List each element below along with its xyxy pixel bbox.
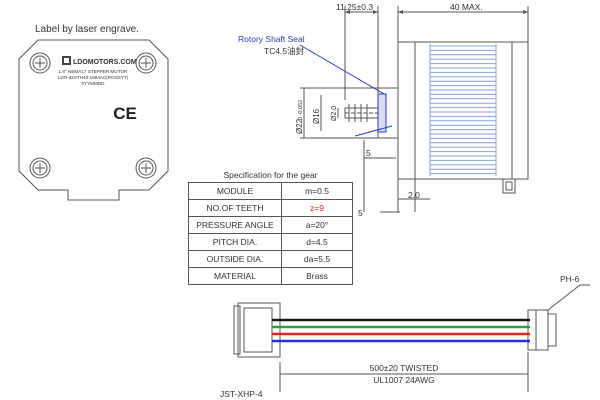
gear-spec-caption-row: Specification for the gear xyxy=(189,168,353,183)
brand-text: LDOMOTORS.COM xyxy=(73,59,137,66)
connector-left-label: JST-XHP-4 xyxy=(220,389,263,399)
gear-spec-name: MATERIAL xyxy=(188,267,282,285)
gear-spec-value: d=4.5 xyxy=(281,233,353,251)
gear-spec-value: da=5.5 xyxy=(281,250,353,268)
dim-diameter-shaft: Ø2.0 xyxy=(331,106,338,121)
dim-diameter-16: Ø16 xyxy=(312,108,321,124)
screw-icon xyxy=(29,157,51,179)
label-line-1: 1.8° NEMA17 STEPPER MOTOR xyxy=(59,69,129,74)
cable-assembly xyxy=(233,284,590,392)
label-line-3: #YYMMDD xyxy=(82,81,106,86)
screw-icon xyxy=(135,157,157,179)
gear-spec-name: NO.OF TEETH xyxy=(188,199,282,217)
shaft-seal xyxy=(299,44,393,137)
gear-spec-caption: Specification for the gear xyxy=(223,170,318,180)
gear-spec-row: PITCH DIA.d=4.5 xyxy=(188,233,353,251)
cable-length: 500±20 TWISTED xyxy=(370,363,439,373)
dim-diameter-22-tol: 0 -0.052 xyxy=(298,100,304,120)
dim-shaft-length: 11.25±0.3 xyxy=(336,2,373,12)
screw-icon xyxy=(135,52,157,74)
screw-icon xyxy=(29,52,51,74)
cable-spec: UL1007 24AWG xyxy=(373,375,435,385)
gear-spec-value: a=20° xyxy=(281,216,353,234)
gear-spec-value: Brass xyxy=(281,267,353,285)
seal-subtitle: TC4.5油封 xyxy=(264,46,305,56)
gear-spec-value: z=9 xyxy=(281,199,353,217)
dim-diameter-22: Ø22 xyxy=(295,118,304,134)
stator-windings xyxy=(429,44,497,176)
motor-side-view xyxy=(300,6,529,213)
seal-title: Rotory Shaft Seal xyxy=(238,34,305,44)
engrave-label: Label by laser engrave. xyxy=(35,24,139,35)
connector-right-label: PH-6 xyxy=(560,274,580,284)
dim-body-length: 40 MAX. xyxy=(450,2,483,12)
gear-spec-name: PRESSURE ANGLE xyxy=(188,216,282,234)
gear-spec-row: OUTSIDE DIA.da=5.5 xyxy=(188,250,353,268)
gear-spec-name: OUTSIDE DIA. xyxy=(188,250,282,268)
motor-front-view xyxy=(18,39,169,201)
gear-spec-name: MODULE xyxy=(188,182,282,200)
cable-wires xyxy=(272,318,530,343)
gear-spec-name: PITCH DIA. xyxy=(188,233,282,251)
ce-mark: CE xyxy=(113,104,137,123)
gear-spec-value: m=0.5 xyxy=(281,182,353,200)
label-line-2: LDO-42STH40-1684AC(ROSSYT) xyxy=(58,75,129,80)
dim-2: 2.0 xyxy=(408,190,420,200)
dim-5-upper: 5 xyxy=(366,148,371,158)
dim-5-lower: 5 xyxy=(358,208,363,218)
